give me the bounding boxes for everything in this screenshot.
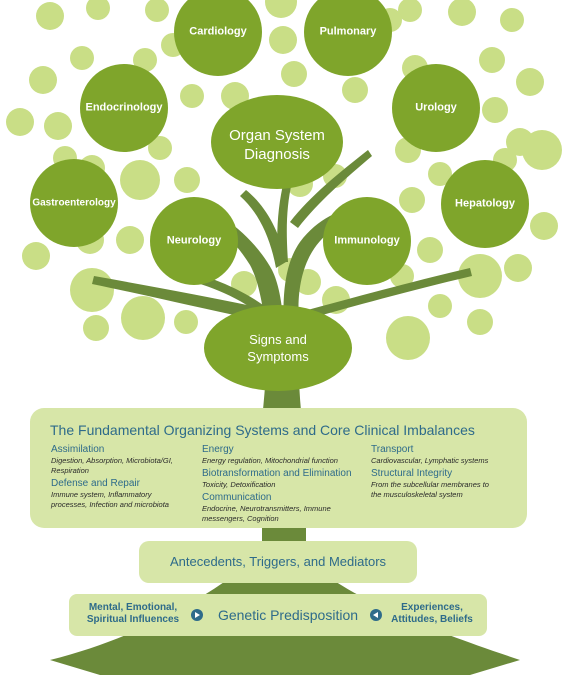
category-transport: Transport — [371, 444, 414, 455]
fundamental-systems-panel: The Fundamental Organizing Systems and C… — [30, 408, 527, 528]
fundamental-column-3: Transport Cardiovascular, Lymphatic syst… — [371, 444, 521, 502]
transport-desc-line1: Cardiovascular, Lymphatic systems — [371, 456, 489, 465]
category-transport-desc: Cardiovascular, Lymphatic systems — [371, 456, 521, 466]
genetic-predisposition-label: Genetic Predisposition — [217, 607, 359, 623]
arrow-right-icon — [191, 609, 203, 621]
category-communication-desc: Endocrine, Neurotransmitters, Immune mes… — [202, 504, 372, 524]
node-cardiology: Cardiology — [189, 25, 247, 38]
genetic-bar: Mental, Emotional, Spiritual Influences … — [69, 594, 487, 636]
biotransformation-desc-line1: Toxicity, Detoxification — [202, 480, 276, 489]
category-structural-integrity: Structural Integrity — [371, 468, 453, 479]
category-biotransformation-desc: Toxicity, Detoxification — [202, 480, 372, 490]
organ-system-node — [211, 95, 343, 189]
left-line2: Spiritual Influences — [86, 614, 180, 625]
fundamental-column-1: Assimilation Digestion, Absorption, Micr… — [51, 444, 201, 512]
node-immunology: Immunology — [334, 234, 400, 247]
trunk-base — [258, 580, 310, 598]
experiences-attitudes-text: Experiences, Attitudes, Beliefs — [385, 602, 479, 626]
energy-desc-line1: Energy regulation, Mitochondrial functio… — [202, 456, 338, 465]
category-assimilation-desc: Digestion, Absorption, Microbiota/GI, Re… — [51, 456, 201, 476]
node-gastroenterology: Gastroenterology — [32, 197, 116, 209]
category-defense-repair: Defense and Repair — [51, 478, 140, 489]
signs-symptoms-label: Signs and Symptoms — [247, 331, 308, 365]
structural-desc-line1: From the subcellular membranes to — [371, 480, 489, 489]
fundamental-title: The Fundamental Organizing Systems and C… — [50, 422, 475, 438]
category-communication: Communication — [202, 492, 272, 503]
node-pulmonary: Pulmonary — [319, 25, 377, 38]
mental-emotional-spiritual-text: Mental, Emotional, Spiritual Influences — [77, 602, 189, 626]
organ-system-line1: Organ System — [229, 127, 325, 144]
signs-symptoms-node — [204, 305, 352, 391]
assimilation-desc-line2: Respiration — [51, 466, 89, 475]
antecedents-label: Antecedents, Triggers, and Mediators — [169, 554, 387, 569]
communication-desc-line2: messengers, Cognition — [202, 514, 279, 523]
signs-line2: Symptoms — [247, 349, 309, 364]
organ-node-circles — [30, 0, 529, 285]
category-energy-desc: Energy regulation, Mitochondrial functio… — [202, 456, 372, 466]
organ-system-label: Organ System Diagnosis — [229, 126, 325, 164]
right-line2: Attitudes, Beliefs — [391, 614, 473, 625]
arrow-left-icon — [370, 609, 382, 621]
left-line1: Mental, Emotional, — [88, 602, 178, 613]
category-defense-repair-desc: Immune system, Inflammatory processes, I… — [51, 490, 201, 510]
structural-desc-line2: the musculoskeletal system — [371, 490, 463, 499]
right-line1: Experiences, — [401, 602, 463, 613]
trunk-lower — [262, 524, 306, 544]
category-biotransformation: Biotransformation and Elimination — [202, 468, 352, 479]
antecedents-bar: Antecedents, Triggers, and Mediators — [139, 541, 417, 583]
category-structural-integrity-desc: From the subcellular membranes to the mu… — [371, 480, 521, 500]
assimilation-desc-line1: Digestion, Absorption, Microbiota/GI, — [51, 456, 173, 465]
category-assimilation: Assimilation — [51, 444, 105, 455]
node-urology: Urology — [415, 101, 457, 114]
category-energy: Energy — [202, 444, 234, 455]
communication-desc-line1: Endocrine, Neurotransmitters, Immune — [202, 504, 331, 513]
node-hepatology: Hepatology — [455, 197, 515, 210]
node-neurology: Neurology — [166, 234, 222, 247]
defense-desc-line1: Immune system, Inflammatory — [51, 490, 152, 499]
signs-line1: Signs and — [249, 332, 307, 347]
defense-desc-line2: processes, Infection and microbiota — [51, 500, 169, 509]
organ-system-line2: Diagnosis — [244, 146, 310, 163]
node-endocrinology: Endocrinology — [85, 101, 163, 114]
fundamental-column-2: Energy Energy regulation, Mitochondrial … — [202, 444, 372, 526]
